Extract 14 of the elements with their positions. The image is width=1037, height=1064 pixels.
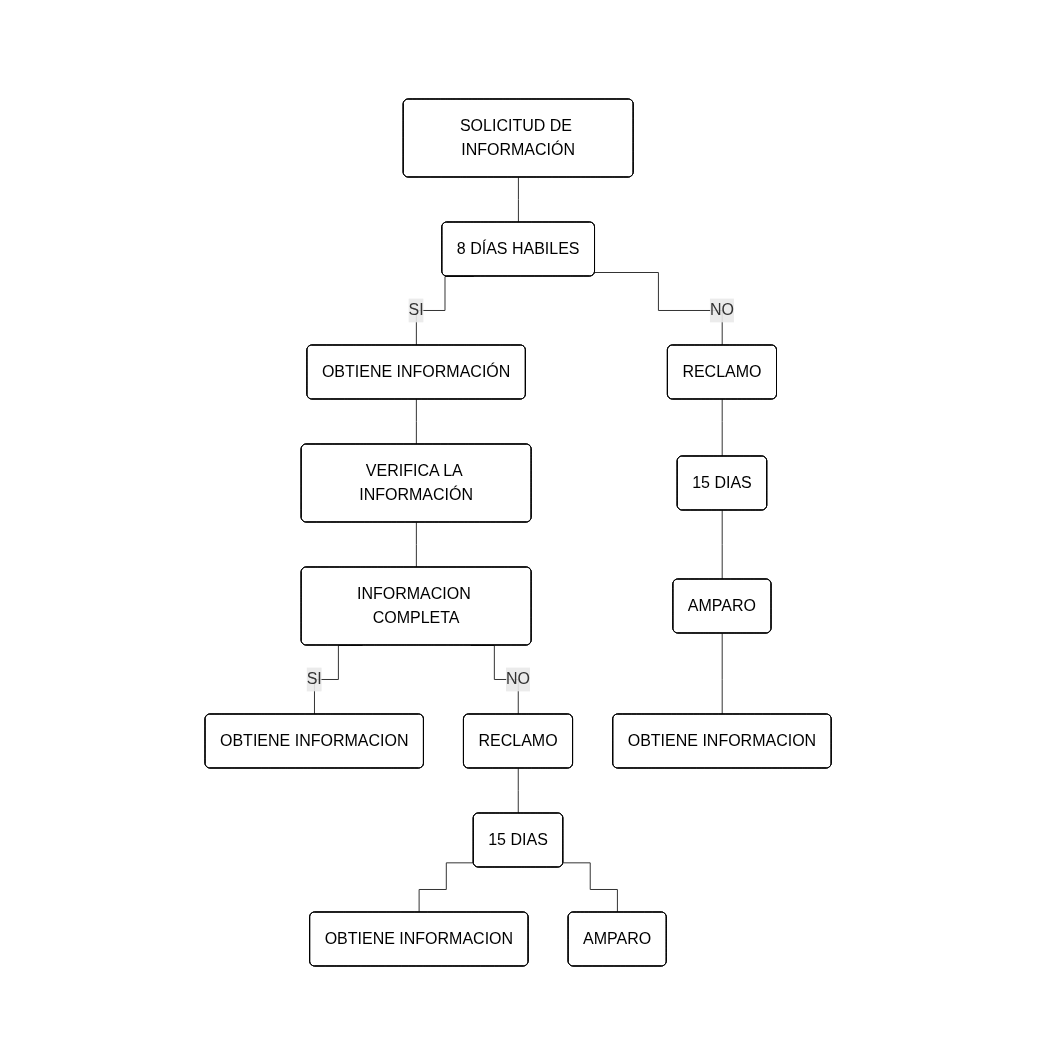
connector [722, 398, 724, 457]
connector [594, 271, 724, 346]
edge-label: SI [307, 669, 323, 687]
connector [722, 632, 724, 715]
connector [563, 861, 619, 913]
edge-label: SI [408, 301, 425, 318]
connector [419, 861, 475, 913]
edge-label: NO [710, 301, 735, 318]
connector [722, 509, 724, 580]
connector [518, 176, 520, 223]
connector [416, 398, 418, 445]
connector [416, 521, 418, 568]
connector [518, 767, 520, 814]
edge-label: NO [506, 669, 531, 687]
